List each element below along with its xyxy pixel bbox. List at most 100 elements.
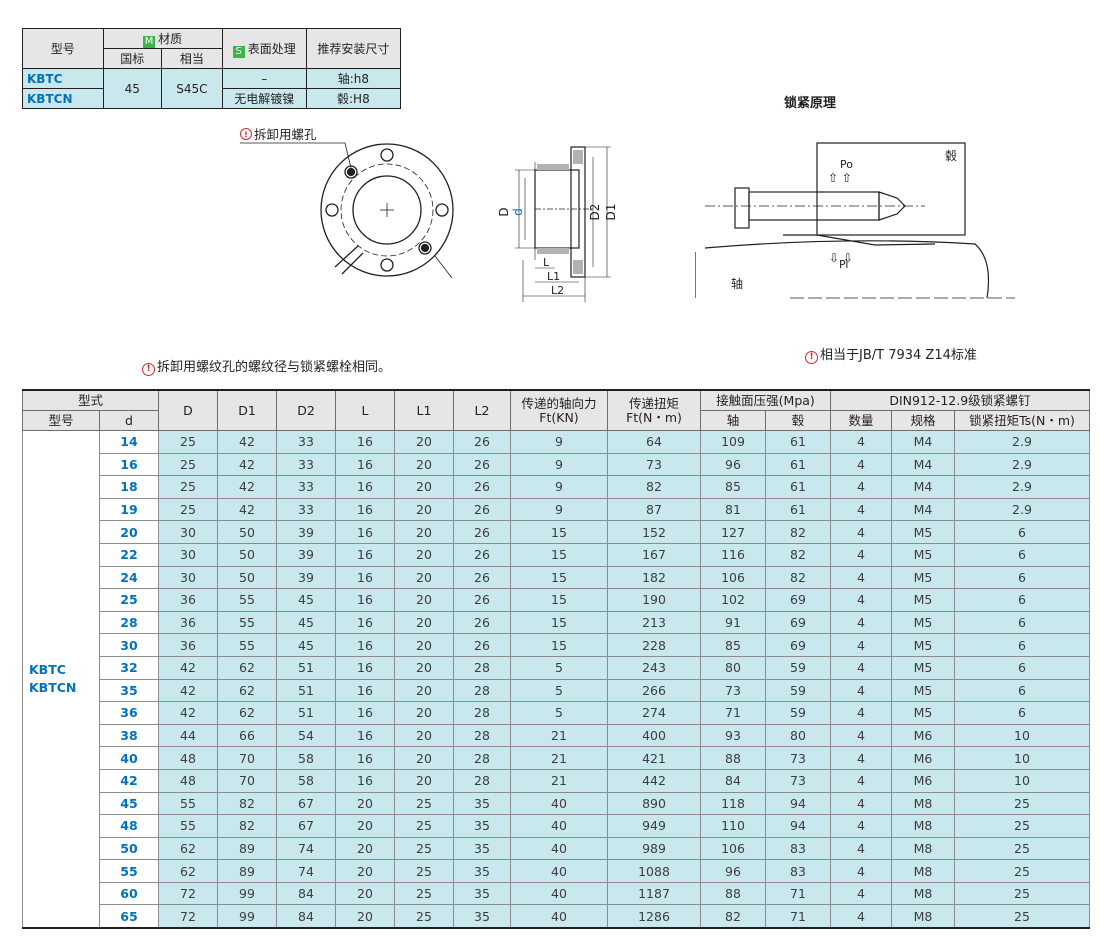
table-cell: 96 xyxy=(700,452,766,477)
table-cell: 48 xyxy=(99,814,159,838)
front-view-drawing: ! 拆卸用螺孔 xyxy=(240,128,454,279)
table-cell: 35 xyxy=(453,881,511,906)
table-cell: M5 xyxy=(891,542,955,567)
table-cell: M5 xyxy=(891,655,955,680)
table-cell: 10 xyxy=(954,723,1090,748)
table-cell: 26 xyxy=(453,588,511,612)
table-cell: 20 xyxy=(394,588,454,612)
table-cell: 127 xyxy=(700,520,766,544)
table-cell: 20 xyxy=(394,475,454,499)
table-cell: 36 xyxy=(99,701,159,725)
table-cell: 73 xyxy=(607,452,701,477)
table-cell: M5 xyxy=(891,565,955,590)
mat-model-1: KBTC xyxy=(22,68,104,89)
table-cell: 15 xyxy=(510,520,608,544)
table-cell: 50 xyxy=(99,836,159,861)
table-cell: 4 xyxy=(830,859,892,883)
table-cell: 40 xyxy=(510,814,608,838)
table-cell: 21 xyxy=(510,746,608,770)
table-cell: 15 xyxy=(510,565,608,590)
table-cell: 25 xyxy=(954,814,1090,838)
table-cell: 25 xyxy=(394,859,454,883)
table-cell: 5 xyxy=(510,701,608,725)
table-cell: 10 xyxy=(954,746,1090,770)
table-cell: 80 xyxy=(765,723,831,748)
table-cell: 16 xyxy=(335,452,395,477)
surface-tag-icon: S xyxy=(232,45,245,58)
removal-hole-label: 拆卸用螺孔 xyxy=(254,128,317,142)
table-cell: 24 xyxy=(99,565,159,590)
table-cell: 94 xyxy=(765,791,831,816)
table-cell: 109 xyxy=(700,430,766,454)
table-cell: 30 xyxy=(158,565,218,590)
table-cell: 82 xyxy=(700,904,766,929)
header-L1: L1 xyxy=(394,389,454,431)
warning-icon: ! xyxy=(805,351,818,364)
table-cell: 35 xyxy=(453,836,511,861)
table-cell: 2.9 xyxy=(954,475,1090,499)
table-cell: 2.9 xyxy=(954,452,1090,477)
table-cell: 48 xyxy=(158,746,218,770)
table-cell: 81 xyxy=(700,497,766,522)
table-cell: 35 xyxy=(453,904,511,929)
table-cell: 4 xyxy=(830,610,892,635)
table-cell: 69 xyxy=(765,633,831,657)
mat-equivalent: S45C xyxy=(161,68,223,109)
mat-fit-1: 轴:h8 xyxy=(305,68,402,89)
header-L2: L2 xyxy=(453,389,511,431)
table-cell: 25 xyxy=(394,904,454,929)
table-cell: 20 xyxy=(335,881,395,906)
table-cell: 20 xyxy=(394,746,454,770)
table-cell: 25 xyxy=(158,497,218,522)
table-cell: 26 xyxy=(453,565,511,590)
table-cell: 59 xyxy=(765,655,831,680)
table-cell: 421 xyxy=(607,746,701,770)
table-cell: 59 xyxy=(765,678,831,703)
table-cell: M5 xyxy=(891,520,955,544)
table-cell: 25 xyxy=(99,588,159,612)
table-cell: 82 xyxy=(765,565,831,590)
table-cell: 20 xyxy=(335,836,395,861)
table-cell: 50 xyxy=(217,542,277,567)
table-cell: 20 xyxy=(394,542,454,567)
table-cell: M8 xyxy=(891,881,955,906)
table-cell: 44 xyxy=(158,723,218,748)
table-cell: 16 xyxy=(335,542,395,567)
table-cell: 20 xyxy=(335,859,395,883)
table-cell: 6 xyxy=(954,542,1090,567)
table-cell: 28 xyxy=(453,701,511,725)
table-cell: 16 xyxy=(335,746,395,770)
table-cell: 61 xyxy=(765,452,831,477)
table-cell: 20 xyxy=(394,520,454,544)
table-cell: 152 xyxy=(607,520,701,544)
table-cell: 84 xyxy=(700,768,766,793)
table-cell: 35 xyxy=(453,791,511,816)
table-cell: 25 xyxy=(394,881,454,906)
table-cell: 4 xyxy=(830,430,892,454)
table-cell: 82 xyxy=(765,542,831,567)
warning-icon: ! xyxy=(142,363,155,376)
header-D2: D2 xyxy=(276,389,336,431)
table-cell: 73 xyxy=(765,768,831,793)
table-cell: 26 xyxy=(453,633,511,657)
table-cell: 87 xyxy=(607,497,701,522)
table-cell: 2.9 xyxy=(954,497,1090,522)
table-cell: 20 xyxy=(394,633,454,657)
table-cell: 26 xyxy=(453,520,511,544)
table-cell: 4 xyxy=(830,746,892,770)
dim-L2-label: L2 xyxy=(551,284,564,297)
table-cell: 4 xyxy=(830,836,892,861)
table-cell: 42 xyxy=(158,655,218,680)
table-cell: 55 xyxy=(217,610,277,635)
mat-surface-2: 无电解镀镍 xyxy=(221,88,307,109)
table-cell: 4 xyxy=(830,701,892,725)
table-cell: 42 xyxy=(217,452,277,477)
table-cell: 4 xyxy=(830,565,892,590)
table-cell: 5 xyxy=(510,655,608,680)
table-cell: 45 xyxy=(276,588,336,612)
